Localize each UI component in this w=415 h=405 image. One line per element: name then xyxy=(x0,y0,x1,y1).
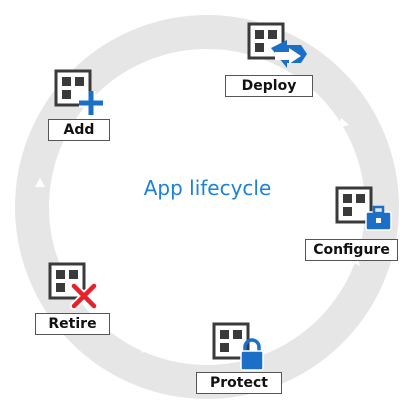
stage-configure-label: Configure xyxy=(305,239,398,261)
app-add-icon xyxy=(54,69,103,115)
stage-add-label: Add xyxy=(48,119,110,141)
stage-retire-label: Retire xyxy=(35,313,110,335)
app-retire-icon xyxy=(48,262,98,310)
app-deploy-icon xyxy=(247,22,307,68)
ring-arrow-right-upper xyxy=(338,118,349,128)
stage-protect-label: Protect xyxy=(196,372,282,394)
ring-arrow-left xyxy=(35,178,45,187)
stage-deploy-label: Deploy xyxy=(225,75,313,97)
app-configure-icon xyxy=(335,186,392,231)
diagram-title: App lifecycle xyxy=(143,176,272,200)
ring-arrow-bottom xyxy=(141,343,151,353)
app-protect-icon xyxy=(212,322,264,371)
